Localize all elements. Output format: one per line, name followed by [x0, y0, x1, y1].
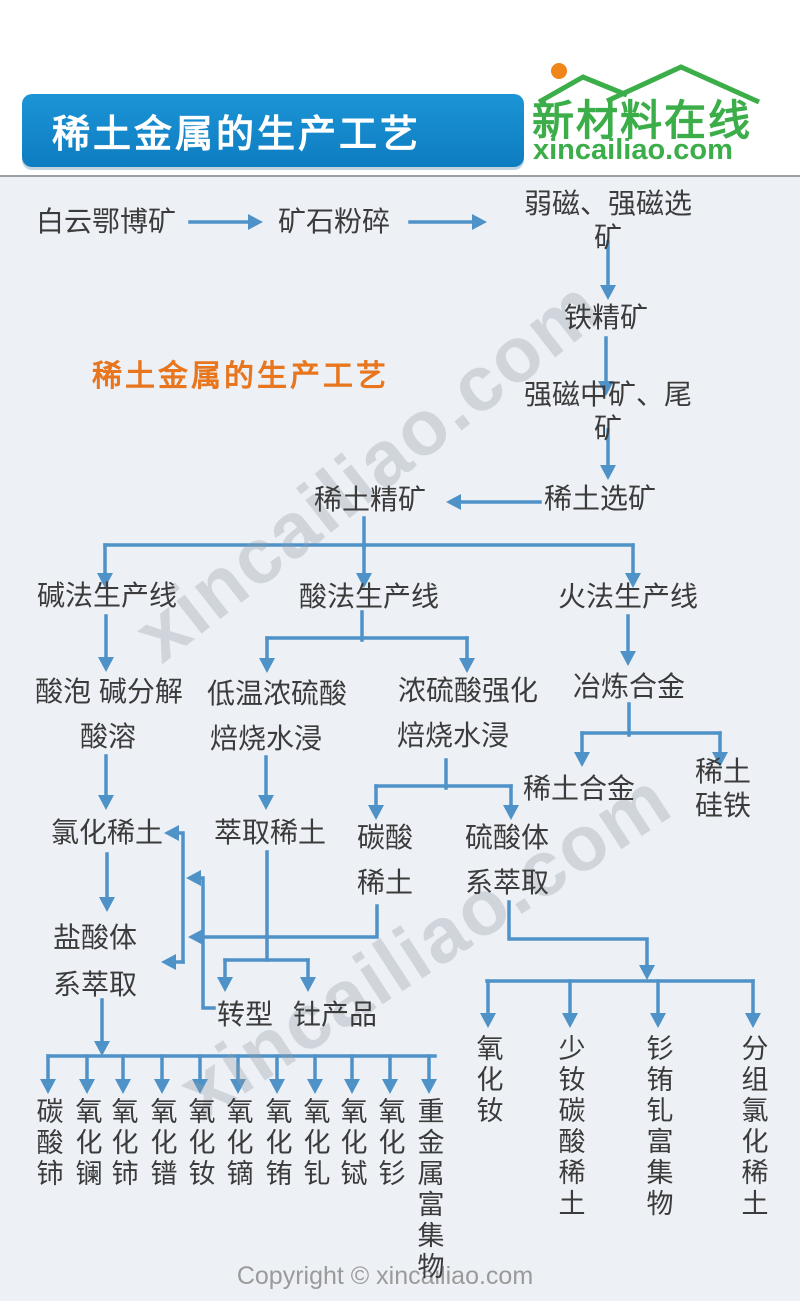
flow-node-acid-dissolve: 酸溶	[79, 721, 137, 752]
flow-node-gadolinium-oxide: 氧化钆	[299, 1097, 330, 1190]
flow-node-fire-line: 火法生产线	[557, 581, 699, 612]
flow-node-strong-sulfuric: 浓硫酸强化	[397, 675, 539, 706]
flow-node-low-nd-carbonate: 少钕碳酸稀土	[554, 1034, 585, 1220]
flow-node-terbium-oxide: 氧化铽	[336, 1097, 367, 1190]
logo-domain: xincailiao.com	[533, 134, 733, 166]
logo: 新材料在线 xincailiao.com	[531, 55, 771, 175]
flow-node-acid-line: 酸法生产线	[298, 581, 440, 612]
copyright: Copyright © xincailiao.com	[236, 1262, 534, 1290]
flow-node-middlings-tailings: 强磁中矿、尾矿	[523, 379, 692, 444]
flow-node-ree-beneficiation: 稀土选矿	[543, 483, 657, 514]
flow-node-roast-leach-2: 焙烧水浸	[396, 720, 510, 751]
flow-node-alkali-line: 碱法生产线	[36, 580, 178, 611]
flow-node-thorium-product: 钍产品	[292, 999, 378, 1030]
flow-node-dysprosium-oxide: 氧化镝	[222, 1097, 253, 1190]
flow-node-ree-concentrate: 稀土精矿	[313, 484, 427, 515]
flow-node-sm-eu-gd-concentrate: 钐铕钆富集物	[642, 1034, 673, 1220]
flow-node-samarium-oxide: 氧化钐	[374, 1097, 405, 1190]
flow-node-cerium-carbonate: 碳酸铈	[32, 1097, 63, 1190]
flow-node-conversion: 转型	[216, 999, 274, 1030]
flow-node-ree-chloride: 氯化稀土	[50, 817, 164, 848]
flow-node-praseodymium-oxide: 氧化镨	[146, 1097, 177, 1190]
logo-name: 新材料在线	[532, 97, 753, 144]
page-title: 稀土金属的生产工艺	[52, 114, 422, 156]
flow-node-extract-ree: 萃取稀土	[213, 817, 327, 848]
logo-house-icon	[537, 63, 761, 105]
flow-node-roast-leach-1: 焙烧水浸	[209, 723, 323, 754]
flow-node-ree-ferrosilicon: 稀土硅铁	[694, 756, 751, 821]
flow-node-smelt-alloy: 冶炼合金	[572, 671, 686, 702]
flow-node-ree-alloy: 稀土合金	[522, 773, 636, 804]
flow-node-low-temp-sulfuric: 低温浓硫酸	[206, 678, 348, 709]
header-divider	[0, 175, 800, 177]
flow-node-magnetic-separation: 弱磁、强磁选矿	[523, 188, 692, 253]
flow-node-iron-concentrate: 铁精矿	[563, 302, 649, 333]
flow-node-heavy-metal-concentrate: 重金属富集物	[413, 1097, 444, 1283]
flow-node-cerium-oxide: 氧化铈	[107, 1097, 138, 1190]
flow-node-neodymium-oxide-2: 氧化钕	[472, 1034, 503, 1127]
flow-node-grouped-ree-chloride: 分组氯化稀土	[737, 1034, 768, 1220]
flow-node-lanthanum-oxide: 氧化镧	[71, 1097, 102, 1190]
flow-node-acid-soak-alkali: 酸泡 碱分解	[35, 676, 183, 707]
flow-node-hcl-extraction: 盐酸体 系萃取	[52, 922, 138, 1000]
header: 稀土金属的生产工艺 新材料在线 xincailiao.com	[0, 0, 800, 177]
flow-node-sulfate-extraction: 硫酸体 系萃取	[464, 822, 550, 898]
flow-node-baiyun-ebo-ore: 白云鄂博矿	[35, 206, 177, 237]
flow-node-ree-carbonate: 碳酸 稀土	[356, 822, 414, 898]
flow-node-ore-crushing: 矿石粉碎	[277, 206, 391, 237]
title-banner: 稀土金属的生产工艺	[22, 94, 524, 167]
flow-node-europium-oxide: 氧化铕	[261, 1097, 292, 1190]
diagram-title: 稀土金属的生产工艺	[92, 360, 389, 393]
flow-node-neodymium-oxide: 氧化钕	[184, 1097, 215, 1190]
